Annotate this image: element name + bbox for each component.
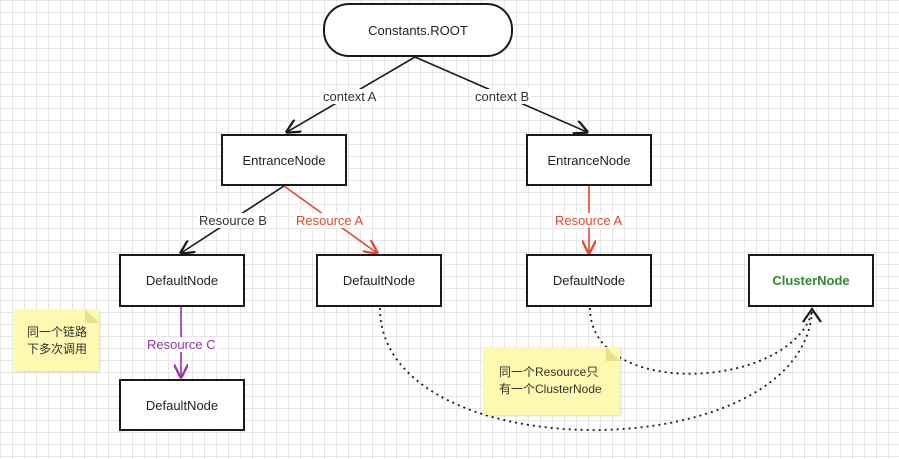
entrance-node-b: EntranceNode bbox=[526, 134, 652, 186]
note-left: 同一个链路 下多次调用 bbox=[14, 309, 99, 371]
label-resource-c: Resource C bbox=[145, 337, 218, 352]
default-node-a-left: DefaultNode bbox=[316, 254, 442, 307]
default-node-b-label: DefaultNode bbox=[145, 273, 219, 288]
default-node-a-left-label: DefaultNode bbox=[342, 273, 416, 288]
label-context-b: context B bbox=[473, 89, 532, 104]
note-right: 同一个Resource只 有一个ClusterNode bbox=[483, 347, 620, 415]
entrance-node-a-label: EntranceNode bbox=[242, 152, 326, 168]
cluster-arrow-head bbox=[802, 307, 822, 323]
root-node-label: Constants.ROOT bbox=[368, 22, 468, 38]
note-right-line-1: 同一个Resource只 bbox=[499, 365, 599, 379]
default-node-c-label: DefaultNode bbox=[145, 397, 219, 413]
cluster-node-label: ClusterNode bbox=[772, 273, 850, 288]
note-left-line-2: 下多次调用 bbox=[27, 342, 88, 356]
label-resource-a-right: Resource A bbox=[553, 213, 625, 228]
default-node-b: DefaultNode bbox=[119, 254, 245, 307]
note-left-line-1: 同一个链路 bbox=[27, 325, 88, 339]
label-context-a: context A bbox=[321, 89, 379, 104]
entrance-node-b-label: EntranceNode bbox=[547, 152, 631, 168]
label-resource-b: Resource B bbox=[197, 213, 269, 228]
root-node: Constants.ROOT bbox=[323, 3, 513, 57]
default-node-a-right: DefaultNode bbox=[526, 254, 652, 307]
cluster-node: ClusterNode bbox=[748, 254, 874, 307]
edge-default-a-to-cluster bbox=[379, 307, 813, 431]
note-right-line-2: 有一个ClusterNode bbox=[499, 382, 602, 396]
label-resource-a-left: Resource A bbox=[294, 213, 366, 228]
entrance-node-a: EntranceNode bbox=[221, 134, 347, 186]
edge-default-a-right-to-cluster bbox=[589, 307, 813, 375]
default-node-c: DefaultNode bbox=[119, 379, 245, 431]
default-node-a-right-label: DefaultNode bbox=[552, 273, 626, 288]
